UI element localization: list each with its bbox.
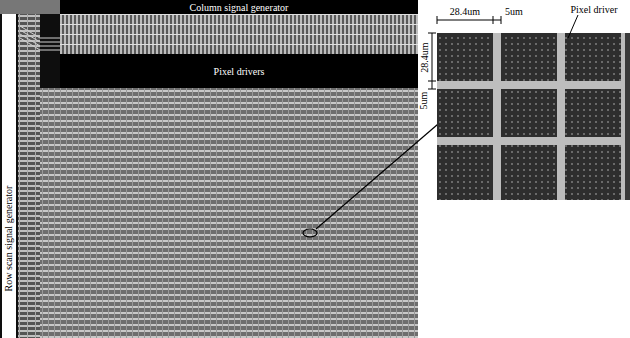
block-label: Pixel drivers [214, 66, 265, 77]
bus-lines [20, 26, 60, 50]
dimension-label: 28.4um [419, 41, 430, 73]
generator-band: Column signal generator [60, 0, 418, 14]
zoom-marker [303, 229, 317, 237]
inset-cells [437, 33, 630, 200]
driver-band: Pixel drivers [60, 54, 418, 88]
pixel-array [40, 88, 418, 338]
dimension-lines [428, 15, 578, 89]
dimension-label: 28.4um [449, 6, 481, 17]
inset-ground [437, 33, 630, 200]
row-scan-cells [18, 0, 40, 338]
block-label: Column signal generator [190, 2, 289, 13]
dimension-label: 5um [419, 90, 430, 110]
corner-block [0, 0, 60, 14]
generator-strip: Row scan signal generator [2, 140, 16, 336]
dimension-label: 5um [504, 6, 524, 17]
die-ground [0, 0, 418, 338]
row-scan-strip [2, 0, 16, 338]
column-generator-cells [60, 14, 418, 54]
block-label: Row scan signal generator [4, 185, 15, 291]
callout-label: Pixel driver [570, 4, 619, 15]
